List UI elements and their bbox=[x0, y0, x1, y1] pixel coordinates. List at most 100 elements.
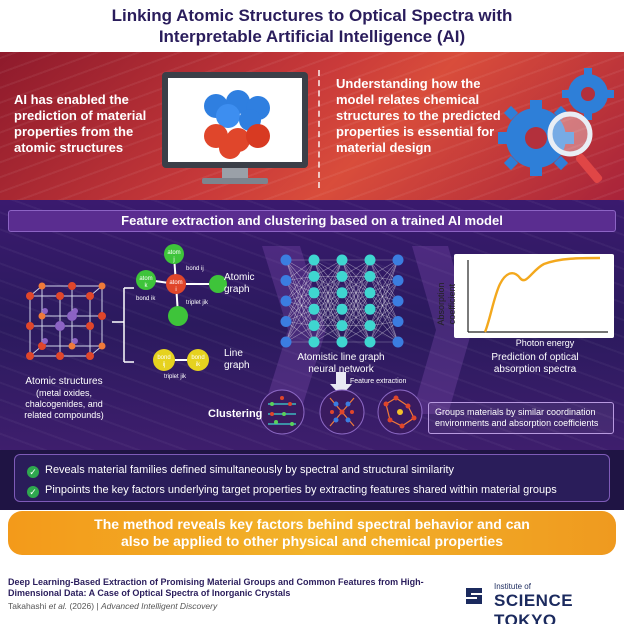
nn-node bbox=[336, 320, 348, 332]
science-tokyo-logo-icon bbox=[466, 588, 482, 604]
check-icon: ✓ bbox=[27, 466, 39, 478]
nn-edge bbox=[369, 276, 399, 343]
nn-edge bbox=[285, 259, 315, 310]
atom-j-node bbox=[164, 244, 184, 264]
benefits-section: ✓ Reveals material families defined simul… bbox=[0, 450, 624, 510]
gears-magnifier-icon bbox=[498, 68, 614, 184]
atom-j-label: atom j bbox=[167, 250, 181, 263]
nn-edge bbox=[285, 280, 315, 343]
groups-description-box: Groups materials by similar coordination… bbox=[428, 402, 614, 434]
nn-edge bbox=[313, 276, 343, 326]
nn-edge bbox=[285, 280, 315, 326]
nn-edge bbox=[285, 321, 315, 343]
line-bond-ik-label: bond ik bbox=[191, 355, 205, 368]
nn-edge bbox=[369, 259, 399, 326]
nn-edge bbox=[369, 259, 399, 293]
nn-edge bbox=[313, 259, 343, 310]
nn-edge bbox=[341, 259, 371, 293]
nn-edge bbox=[369, 259, 399, 281]
nn-edge bbox=[369, 300, 399, 343]
feature-section-title: Feature extraction and clustering based … bbox=[8, 210, 616, 232]
nn-edge bbox=[369, 259, 399, 322]
atom-i-node bbox=[166, 274, 186, 294]
banner-line1: The method reveals key factors behind sp… bbox=[94, 516, 530, 532]
nn-edge bbox=[341, 309, 371, 343]
citation-journal: Advanced Intelligent Discovery bbox=[101, 601, 218, 611]
benefit-item-1: ✓ Reveals material families defined simul… bbox=[27, 463, 454, 478]
nn-edge bbox=[341, 276, 371, 310]
nn-edge bbox=[285, 292, 315, 343]
nn-node bbox=[364, 270, 376, 282]
citation-year: (2026) bbox=[69, 601, 95, 611]
nn-node bbox=[308, 254, 320, 266]
gear-small-icon bbox=[562, 68, 614, 120]
nn-edge bbox=[285, 276, 315, 302]
line-graph-diagram bbox=[153, 349, 209, 371]
spectrum-ylabel: Absorption coefficient bbox=[436, 282, 457, 326]
nn-node bbox=[364, 320, 376, 332]
benefit-item-2: ✓Pinpoints the key factors underlying ta… bbox=[27, 483, 557, 498]
nn-edge bbox=[313, 259, 343, 293]
nn-edge bbox=[313, 259, 343, 326]
nn-edge bbox=[369, 309, 399, 343]
nn-edge bbox=[313, 292, 343, 326]
nn-edge bbox=[341, 309, 371, 343]
nn-edge bbox=[341, 276, 371, 326]
page-title-line1: Linking Atomic Structures to Optical Spe… bbox=[111, 6, 513, 25]
nn-edge bbox=[369, 259, 399, 302]
nn-node bbox=[392, 336, 404, 348]
nn-node bbox=[280, 254, 292, 266]
nn-edge bbox=[313, 276, 343, 310]
nn-node bbox=[308, 320, 320, 332]
nn-edge bbox=[313, 259, 343, 326]
nn-edge bbox=[313, 276, 343, 343]
nn-node bbox=[364, 254, 376, 266]
nn-edge bbox=[369, 259, 399, 310]
intro-right-text: Understanding how the model relates chem… bbox=[336, 76, 501, 155]
nn-node bbox=[308, 270, 320, 282]
atomic-structures-label: Atomic structures bbox=[25, 376, 103, 387]
nn-edge bbox=[285, 276, 315, 322]
banner-line2: also be applied to other physical and ch… bbox=[121, 533, 503, 549]
nn-edge bbox=[285, 259, 315, 322]
nn-node bbox=[364, 336, 376, 348]
crystal-lattice-icon bbox=[26, 282, 106, 360]
nn-node bbox=[280, 316, 292, 327]
page-title-line2: Interpretable Artificial Intelligence (A… bbox=[158, 27, 466, 46]
nn-edge bbox=[369, 276, 399, 322]
bond-ij-label: bond ij bbox=[186, 266, 204, 272]
nn-edge bbox=[341, 259, 371, 310]
nn-label: Atomistic line graph neural network bbox=[297, 352, 385, 375]
nn-edge bbox=[341, 276, 371, 343]
nn-edge bbox=[313, 276, 343, 310]
citation: Takahashi et al. (2026) | Advanced Intel… bbox=[8, 601, 217, 611]
nn-edge bbox=[341, 292, 371, 326]
benefit-text-2: Pinpoints the key factors underlying tar… bbox=[45, 484, 557, 496]
nn-node bbox=[336, 303, 348, 315]
nn-edge bbox=[313, 276, 343, 326]
bond-ik-label: bond ik bbox=[136, 296, 156, 302]
nn-node bbox=[280, 336, 292, 348]
nn-node bbox=[280, 295, 292, 307]
absorption-curve bbox=[483, 256, 601, 333]
atom-right-node bbox=[209, 275, 227, 293]
nn-node bbox=[392, 295, 404, 307]
conclusion-banner: The method reveals key factors behind sp… bbox=[8, 511, 616, 555]
line-graph-label: Line graph bbox=[224, 348, 250, 371]
atomic-structures-sub: (metal oxides, chalcogenides, and relate… bbox=[24, 388, 104, 420]
nn-edge bbox=[341, 259, 371, 310]
nn-node bbox=[336, 287, 348, 299]
nn-edge bbox=[369, 300, 399, 326]
nn-node bbox=[364, 303, 376, 315]
nn-edge bbox=[313, 309, 343, 343]
nn-edge bbox=[313, 259, 343, 293]
nn-edge bbox=[285, 292, 315, 322]
feature-extraction-label: Feature extraction bbox=[350, 378, 407, 385]
crystal-atoms-icon bbox=[204, 90, 270, 159]
benefit-text-1: Reveals material families defined simult… bbox=[45, 464, 454, 476]
nn-node bbox=[308, 287, 320, 299]
nn-node bbox=[336, 270, 348, 282]
nn-edge bbox=[369, 280, 399, 343]
chevron-arrow-1 bbox=[262, 246, 326, 414]
